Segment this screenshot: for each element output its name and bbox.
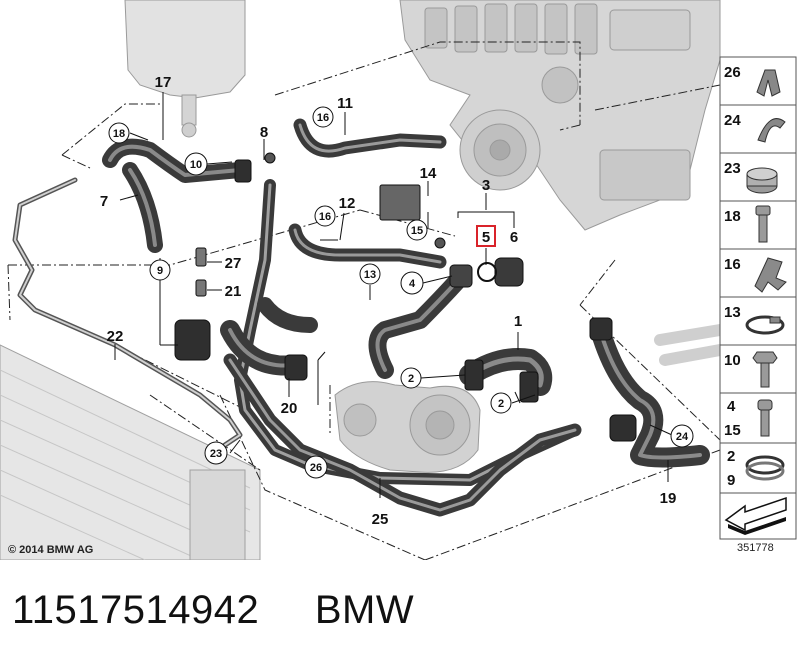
band-clamp-icon — [745, 315, 785, 335]
callout-13: 13 — [364, 269, 376, 281]
legend-item: 24 — [724, 112, 786, 143]
legend-label: 23 — [724, 160, 741, 177]
legend-label: 4 — [727, 398, 736, 415]
callout-10: 10 — [190, 159, 202, 171]
clip-icon — [754, 257, 787, 293]
callout-12: 12 — [339, 195, 356, 212]
callout-18: 18 — [113, 128, 125, 140]
callout-21: 21 — [225, 283, 242, 300]
callout-16a: 16 — [317, 112, 329, 124]
water-pump — [334, 381, 481, 473]
legend-item — [724, 496, 787, 535]
legend-label: 10 — [724, 352, 741, 369]
hose-7-lower — [122, 162, 163, 253]
legend-label: 13 — [724, 304, 741, 321]
callout-2a-circle — [400, 367, 422, 389]
hose-11 — [293, 118, 447, 158]
callout-4-circle — [400, 271, 424, 295]
engine-block — [399, 0, 721, 231]
arrow-icon — [724, 496, 787, 535]
callout-17: 17 — [155, 74, 172, 91]
callout-13-circle — [359, 263, 381, 285]
leader-lines — [114, 92, 673, 498]
callout-2a: 2 — [408, 373, 414, 385]
legend-item: 10 — [724, 351, 778, 388]
legend-item: 2 9 — [727, 448, 785, 489]
callout-19: 19 — [660, 490, 677, 507]
callout-16a-circle — [312, 106, 334, 128]
hose-clamp-icon — [746, 167, 778, 194]
callout-5-highlight-box — [476, 225, 496, 247]
legend-label: 24 — [724, 112, 741, 129]
torx-bolt-icon — [757, 399, 773, 437]
hose-19-right — [654, 324, 726, 366]
legend-item: 13 — [724, 304, 785, 335]
callout-11: 11 — [337, 95, 353, 112]
bolt-icon — [755, 205, 771, 243]
expansion-tank — [124, 0, 246, 138]
callout-20: 20 — [281, 400, 298, 417]
callout-9: 9 — [157, 265, 163, 277]
callout-23: 23 — [210, 448, 222, 460]
legend-label: 16 — [724, 256, 741, 273]
legend-label: 18 — [724, 208, 741, 225]
spring-band-clamp-icon — [745, 455, 785, 481]
callout-26: 26 — [310, 462, 322, 474]
callout-10-circle — [184, 152, 208, 176]
callout-1: 1 — [514, 313, 522, 330]
callouts: 17 18 10 8 7 9 11 16 12 16 14 15 3 5 6 4… — [100, 74, 694, 528]
caption: 11517514942 BMW — [12, 588, 414, 633]
hose-clip-icon — [756, 69, 781, 97]
copyright: © 2014 BMW AG — [8, 544, 93, 556]
diagram-number: 351778 — [737, 542, 774, 554]
callout-24: 24 — [676, 431, 689, 443]
hex-bolt-icon — [752, 351, 778, 388]
callout-27: 27 — [225, 255, 242, 272]
legend-label: 2 — [727, 448, 735, 465]
legend-item: 23 — [724, 160, 778, 194]
callout-6: 6 — [510, 229, 518, 246]
legend-item: 4 15 — [724, 398, 773, 439]
callout-8: 8 — [260, 124, 268, 141]
legend-label-2: 15 — [724, 422, 741, 439]
hose-20b — [257, 297, 318, 333]
legend-item: 26 — [724, 64, 781, 97]
radiator — [0, 344, 261, 560]
callout-16b-circle — [314, 205, 336, 227]
callout-18-circle — [108, 122, 130, 144]
callout-26-circle — [304, 455, 328, 479]
legend-item: 18 — [724, 205, 771, 243]
legend-item: 16 — [724, 256, 787, 293]
brand-name: BMW — [314, 588, 415, 632]
legend-label-2: 9 — [727, 472, 735, 489]
hoses — [12, 118, 726, 517]
part-number: 11517514942 — [12, 588, 260, 632]
callout-25: 25 — [372, 511, 389, 528]
cooling-system-diagram: 17 18 10 8 7 9 11 16 12 16 14 15 3 5 6 4… — [0, 0, 797, 560]
legend-label: 26 — [724, 64, 741, 81]
callout-15-circle — [406, 219, 428, 241]
callout-7: 7 — [100, 193, 108, 210]
callout-2b-circle — [490, 392, 512, 414]
callout-23-circle — [204, 441, 228, 465]
callout-22: 22 — [107, 328, 124, 345]
callout-9-circle — [149, 259, 171, 281]
callout-4: 4 — [409, 278, 416, 290]
callout-5: 5 — [482, 229, 490, 246]
legend-panel: 26 24 23 18 — [719, 56, 797, 540]
callout-16b: 16 — [319, 211, 331, 223]
callout-15: 15 — [411, 225, 423, 237]
fittings — [174, 152, 637, 442]
callout-14: 14 — [420, 165, 437, 182]
callout-2b: 2 — [498, 398, 504, 410]
spring-clip-icon — [757, 118, 786, 143]
callout-24-circle — [670, 424, 694, 448]
callout-3: 3 — [482, 177, 490, 194]
